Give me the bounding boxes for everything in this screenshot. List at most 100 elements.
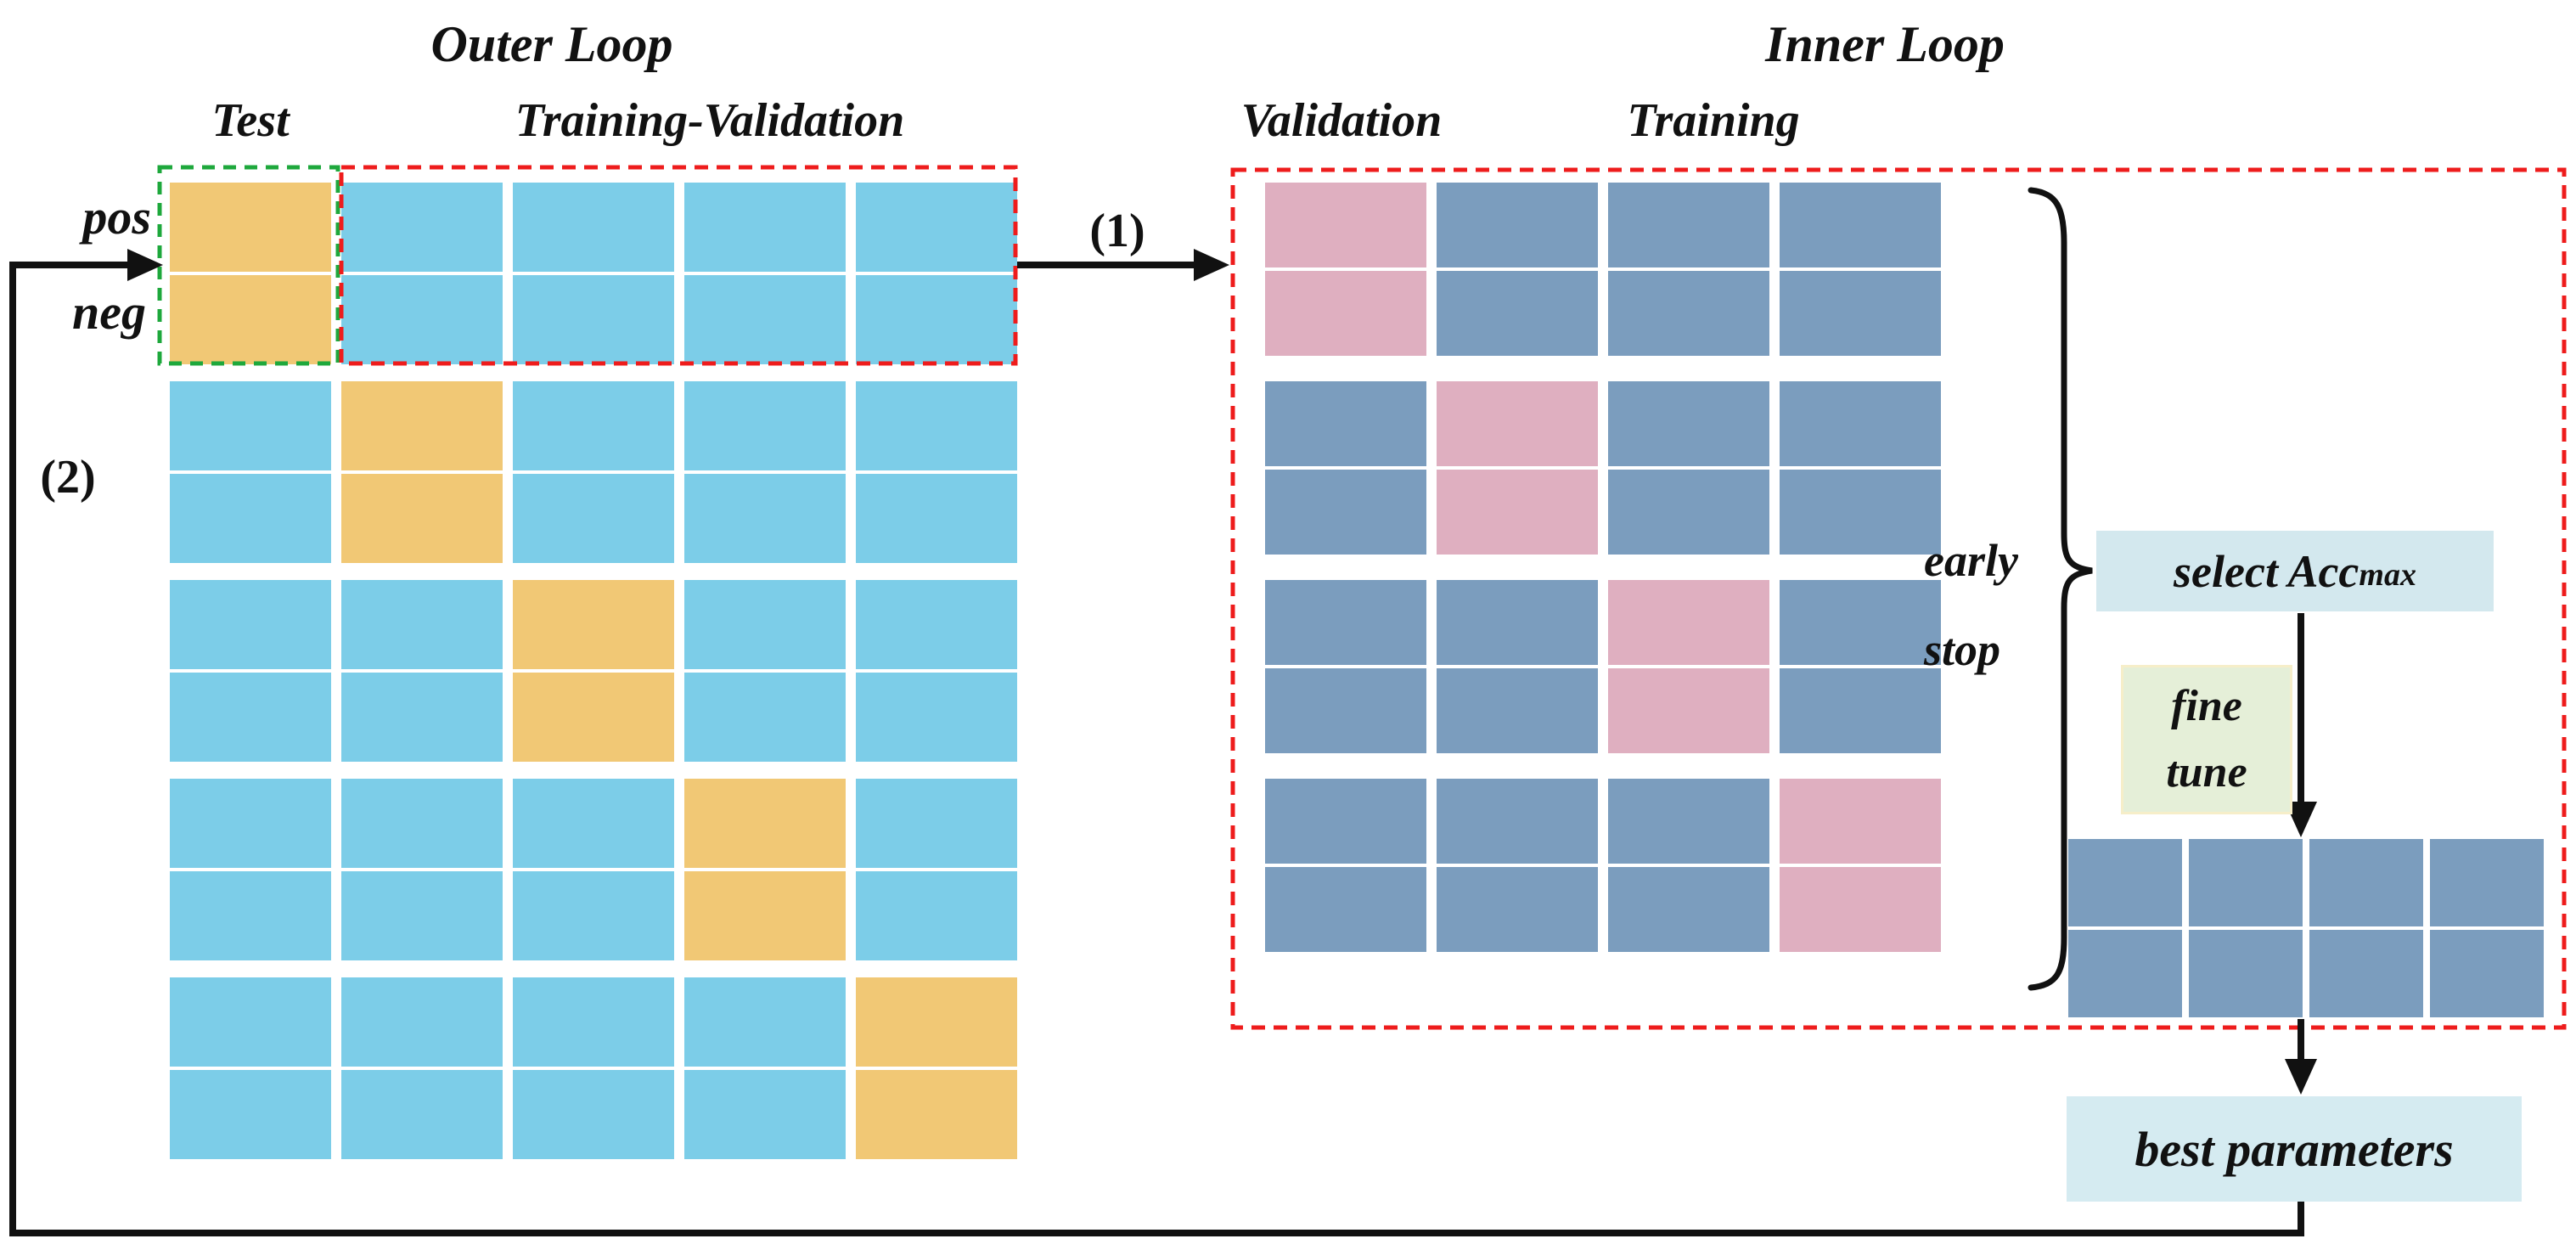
step1-label: (1) [1089,205,1145,257]
inner-training-cell [1608,271,1769,356]
best-parameters-box: best parameters [2067,1096,2522,1202]
select-acc-subscript: max [2359,557,2416,594]
outer-test-cell [170,275,331,364]
outer-test-cell [684,871,846,960]
inner-training-cell [1780,580,1941,665]
fine-tuned-model-cell [2309,930,2423,1017]
outer-test-cell [684,779,846,868]
outer-trainval-cell [856,474,1017,563]
fine-tuned-model-cell [2068,930,2182,1017]
outer-trainval-cell [341,779,503,868]
outer-trainval-cell [513,474,674,563]
inner-training-cell [1437,668,1598,753]
outer-loop-title: Outer Loop [430,16,673,72]
inner-training-cell [1437,580,1598,665]
outer-trainval-cell [856,381,1017,470]
outer-test-cell [513,673,674,762]
select-acc-text: select Acc [2174,545,2359,597]
outer-trainval-cell [170,381,331,470]
fine-tuned-model-cell [2189,839,2303,926]
outer-trainval-cell [341,977,503,1067]
neg-row-label: neg [72,284,146,340]
early-stop-line2: stop [1924,624,2001,675]
inner-training-cell [1437,183,1598,267]
inner-training-cell [1265,668,1426,753]
fine-tune-box: fine tune [2121,665,2292,814]
inner-training-cell [1780,470,1941,555]
inner-loop-title: Inner Loop [1765,16,2005,72]
outer-trainval-cell [513,1070,674,1159]
outer-trainval-cell [684,474,846,563]
inner-training-cell [1265,381,1426,466]
outer-test-cell [513,580,674,669]
inner-training-cell [1780,668,1941,753]
inner-validation-cell [1780,779,1941,864]
outer-trainval-cell [856,871,1017,960]
grid-to-bestparams-arrow [2285,1019,2317,1095]
fine-tuned-model-cell [2309,839,2423,926]
outer-trainval-cell [856,673,1017,762]
outer-test-cell [170,183,331,272]
outer-trainval-cell [170,673,331,762]
outer-trainval-header: Training-Validation [515,94,905,147]
outer-trainval-cell [513,977,674,1067]
outer-trainval-cell [513,779,674,868]
fine-tuned-model-cell [2189,930,2303,1017]
pos-row-label: pos [82,189,151,245]
outer-trainval-cell [856,580,1017,669]
inner-training-cell [1265,470,1426,555]
outer-trainval-cell [513,871,674,960]
outer-trainval-cell [170,871,331,960]
outer-trainval-cell [684,673,846,762]
outer-trainval-cell [341,275,503,364]
outer-trainval-cell [684,183,846,272]
outer-trainval-cell [684,977,846,1067]
outer-test-cell [856,977,1017,1067]
outer-trainval-cell [341,1070,503,1159]
outer-trainval-cell [684,580,846,669]
inner-validation-cell [1608,580,1769,665]
outer-trainval-cell [856,779,1017,868]
inner-training-cell [1608,183,1769,267]
inner-validation-cell [1437,381,1598,466]
inner-validation-cell [1780,867,1941,952]
outer-trainval-cell [341,580,503,669]
outer-trainval-cell [513,275,674,364]
outer-trainval-cell [170,977,331,1067]
inner-validation-header: Validation [1240,94,1443,147]
outer-trainval-cell [684,275,846,364]
inner-training-cell [1608,381,1769,466]
outer-trainval-cell [170,1070,331,1159]
outer-trainval-cell [170,474,331,563]
outer-test-cell [856,1070,1017,1159]
inner-training-cell [1608,470,1769,555]
inner-training-cell [1437,271,1598,356]
fine-tune-line1: fine [2171,682,2242,730]
inner-validation-cell [1437,470,1598,555]
early-stop-line1: early [1924,535,2018,586]
outer-trainval-cell [513,381,674,470]
inner-training-cell [1780,183,1941,267]
outer-trainval-cell [170,580,331,669]
outer-trainval-cell [856,275,1017,364]
outer-trainval-cell [170,779,331,868]
inner-validation-cell [1265,271,1426,356]
fine-tuned-model-cell [2430,839,2544,926]
outer-trainval-cell [341,871,503,960]
fine-tuned-model-cell [2068,839,2182,926]
inner-training-cell [1437,779,1598,864]
outer-test-cell [341,474,503,563]
inner-training-cell [1265,867,1426,952]
outer-trainval-cell [341,673,503,762]
inner-validation-cell [1265,183,1426,267]
outer-trainval-cell [684,1070,846,1159]
outer-test-cell [341,381,503,470]
inner-validation-cell [1608,668,1769,753]
inner-training-cell [1437,867,1598,952]
early-stop-label: early stop [1924,516,2018,695]
step2-label: (2) [40,451,96,504]
inner-training-cell [1608,867,1769,952]
inner-training-cell [1265,779,1426,864]
